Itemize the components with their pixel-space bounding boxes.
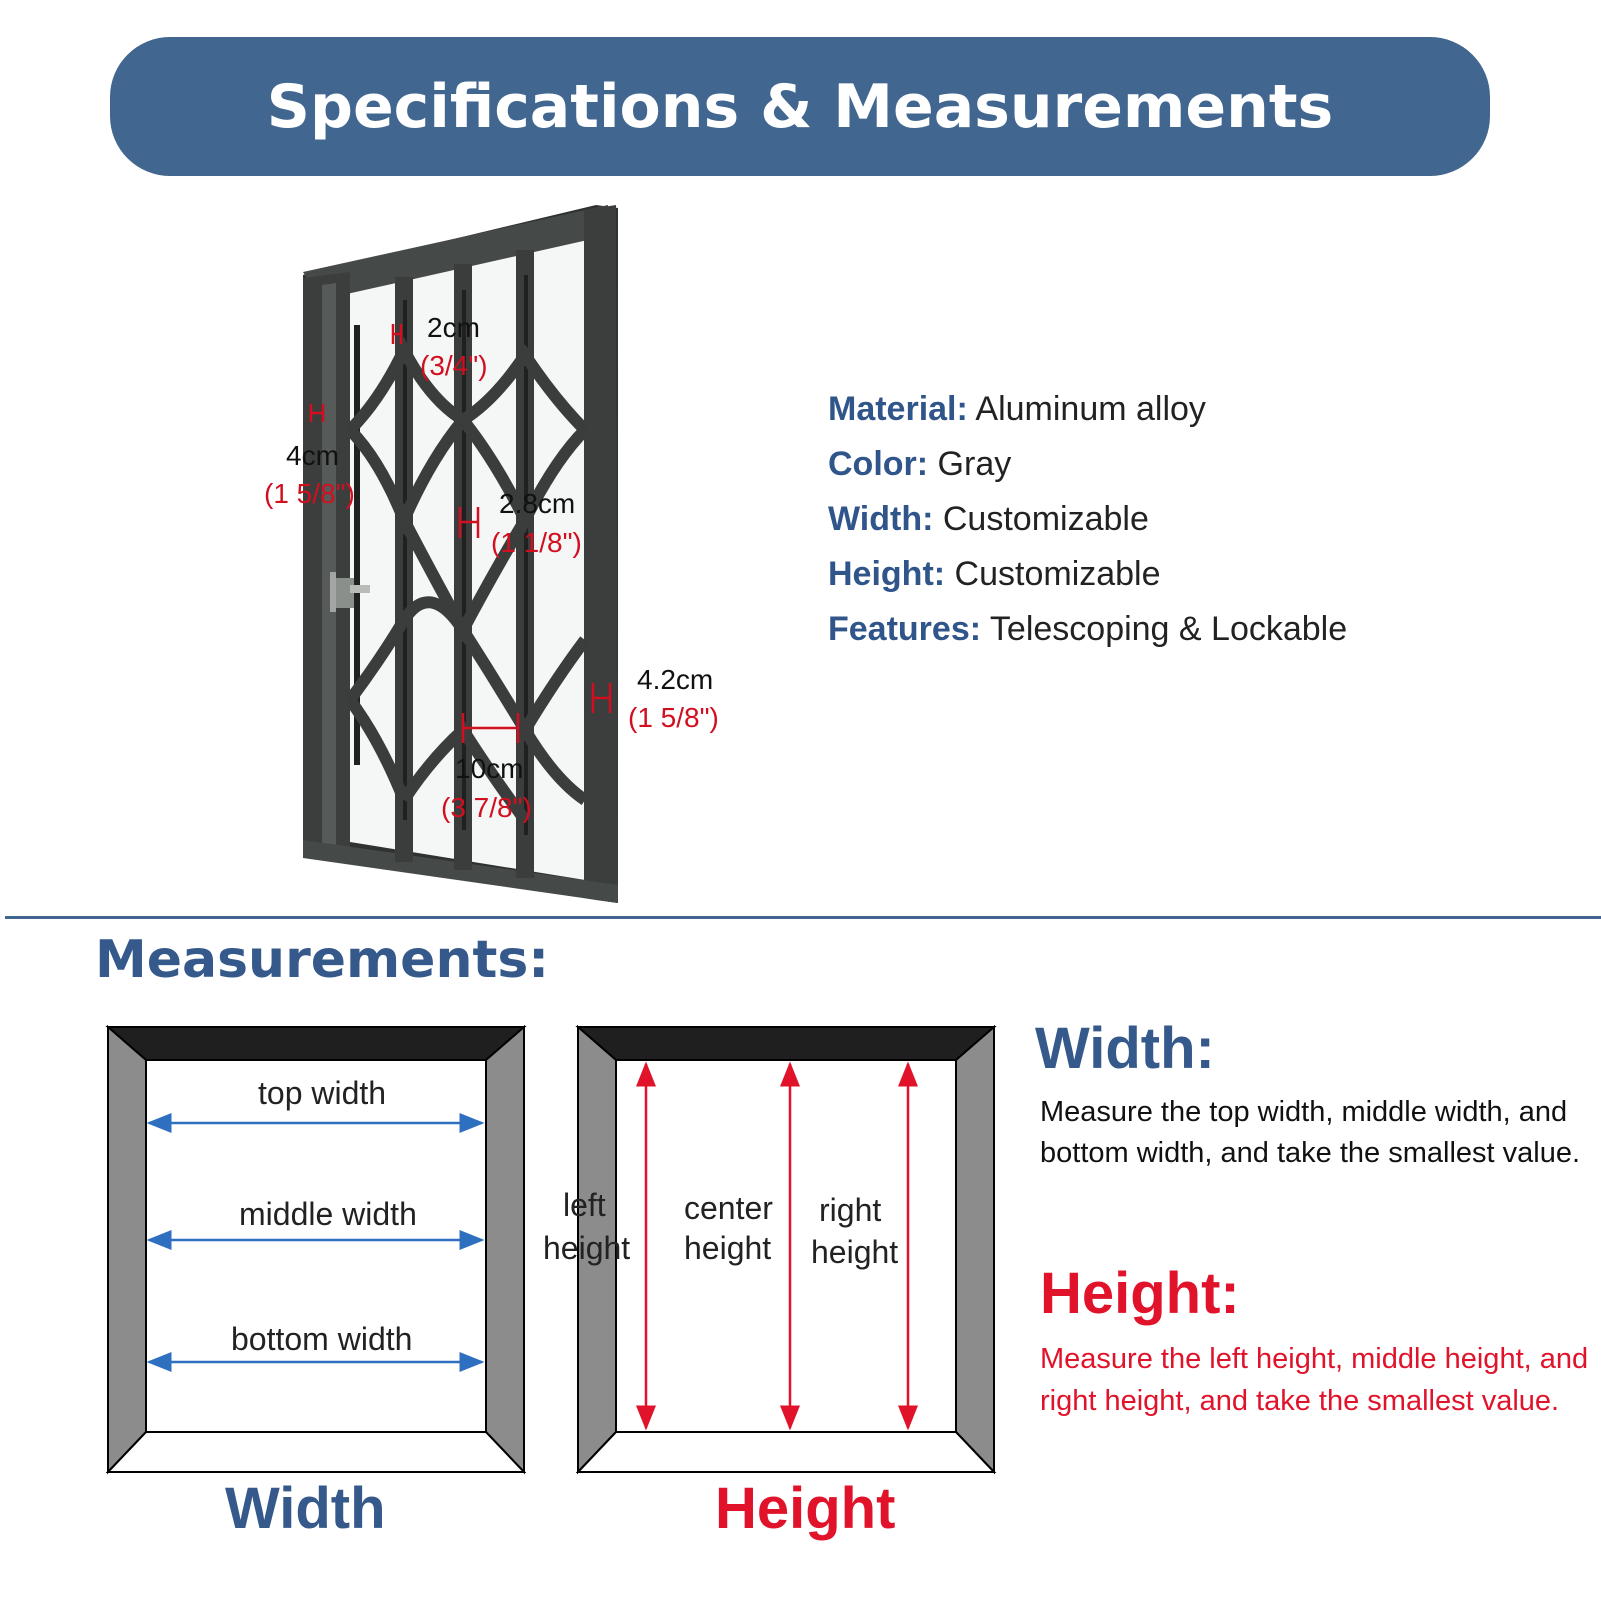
bar-width-imperial: (1 1/8") [491, 527, 582, 558]
spec-width: Width: Customizable [828, 492, 1548, 547]
door-slot [524, 275, 528, 835]
section-divider [5, 916, 1601, 919]
bar-gap-metric: 2cm [427, 312, 480, 343]
height-instruction-text: Measure the left height, middle height, … [1040, 1343, 1589, 1417]
spec-material: Material: Aluminum alloy [828, 382, 1548, 437]
spec-height: Height: Customizable [828, 547, 1548, 602]
spec-value: Aluminum alloy [975, 390, 1206, 428]
height-caption: Height [715, 1476, 896, 1541]
height-instruction-heading: Height: [1040, 1261, 1240, 1326]
bar-width-metric: 2.8cm [499, 488, 576, 519]
spec-color: Color: Gray [828, 437, 1548, 492]
door-slot [403, 300, 407, 820]
width-frame-diagram [105, 1024, 527, 1475]
width-caption: Width [225, 1476, 386, 1541]
right-frame-metric: 4.2cm [637, 664, 714, 695]
top-width-label: top width [258, 1075, 387, 1111]
spacing-imperial: (3 7/8") [441, 792, 532, 823]
measurements-heading: Measurements: [95, 930, 550, 990]
spec-key: Material: [828, 390, 968, 428]
spacing-metric: 10cm [455, 753, 524, 784]
middle-width-label: middle width [239, 1196, 417, 1232]
frame-side-metric: 4cm [286, 440, 339, 471]
bar-gap-imperial: (3/4") [420, 350, 488, 381]
frame-side-imperial: (1 5/8") [264, 478, 355, 509]
left-height-label-2: height [543, 1230, 631, 1266]
width-instruction-heading: Width: [1035, 1016, 1215, 1081]
bottom-width-label: bottom width [231, 1321, 413, 1357]
spec-value: Gray [937, 445, 1012, 483]
door-left-stile-edge [322, 283, 336, 845]
door-slot [462, 290, 466, 830]
spec-key: Features: [828, 610, 982, 648]
lock-icon [330, 572, 370, 612]
spec-key: Height: [828, 555, 946, 593]
door-right-stile [584, 205, 618, 903]
right-frame-imperial: (1 5/8") [628, 702, 719, 733]
height-frame-diagram [575, 1024, 997, 1475]
spec-list: Material: Aluminum alloy Color: Gray Wid… [828, 382, 1548, 657]
left-height-label-1: left [563, 1187, 606, 1223]
spec-value: Customizable [954, 555, 1161, 593]
door-bottom-rail [303, 840, 618, 903]
spec-key: Width: [828, 500, 934, 538]
door-top-rail [303, 205, 610, 300]
door-slot [354, 325, 360, 765]
spec-value: Telescoping & Lockable [989, 610, 1348, 648]
width-instruction-text: Measure the top width, middle width, and… [1040, 1096, 1581, 1169]
title-banner: Specifications & Measurements [110, 37, 1490, 176]
center-height-label-1: center [684, 1190, 773, 1226]
dimension-markers [309, 324, 612, 743]
right-height-label-2: height [811, 1234, 899, 1270]
spec-features: Features: Telescoping & Lockable [828, 602, 1548, 657]
right-height-label-1: right [819, 1192, 882, 1228]
spec-key: Color: [828, 445, 929, 483]
page-title: Specifications & Measurements [266, 71, 1334, 142]
center-height-label-2: height [684, 1230, 772, 1266]
spec-value: Customizable [942, 500, 1149, 538]
